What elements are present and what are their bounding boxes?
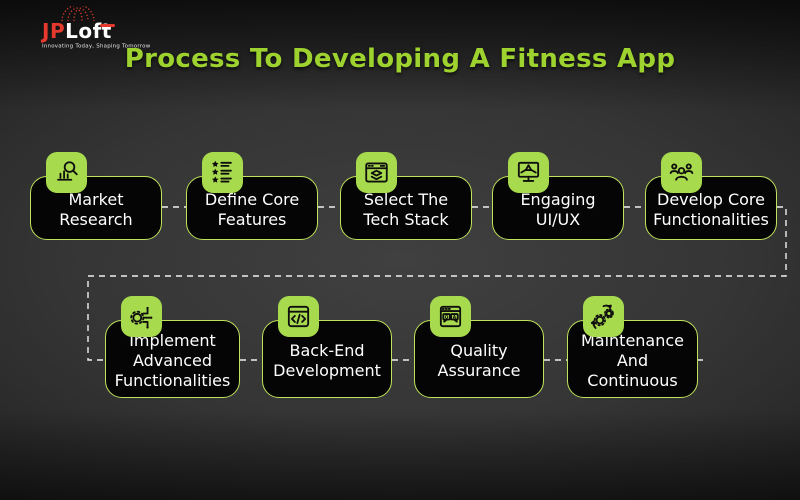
market-research-magnifier-chart-icon: [46, 152, 87, 193]
logo-globe-dots-icon: [61, 6, 95, 22]
step-label: Quality Assurance: [437, 340, 521, 380]
logo-jp-text: JP: [42, 19, 66, 43]
step-label: Maintenance And Continuous: [580, 330, 685, 390]
jploft-logo: JPLoft Innovating Today, Shaping Tomorro…: [42, 6, 162, 51]
step-card-select-tech-stack: Select The Tech Stack: [340, 152, 472, 240]
team-people-icon: [661, 152, 702, 193]
step-card-quality-assurance: Q A Quality Assurance: [414, 296, 544, 398]
step-card-develop-core-functionalities: Develop Core Functionalities: [645, 152, 777, 240]
logo-loft-text: Loft: [65, 19, 112, 43]
gears-maintenance-icon: [583, 296, 624, 337]
step-label: Market Research: [59, 189, 133, 229]
step-card-market-research: Market Research: [30, 152, 162, 240]
step-label: Develop Core Functionalities: [653, 189, 769, 229]
browser-stack-icon: [356, 152, 397, 193]
step-card-engaging-ui-ux: Engaging UI/UX: [492, 152, 624, 240]
code-window-icon: [278, 296, 319, 337]
step-card-define-core-features: Define Core Features: [186, 152, 318, 240]
page-title: Process To Developing A Fitness App: [124, 44, 676, 74]
step-card-implement-advanced-functionalities: Implement Advanced Functionalities: [105, 296, 240, 398]
logo-tagline: Innovating Today, Shaping Tomorrow: [42, 43, 151, 50]
logo-t-crossbar: [100, 24, 115, 27]
step-label: Define Core Features: [204, 189, 300, 229]
step-card-back-end-development: Back-End Development: [262, 296, 392, 398]
svg-text:Q: Q: [445, 314, 449, 320]
step-card-maintenance-continuous: Maintenance And Continuous: [567, 296, 698, 398]
step-label: Back-End Development: [273, 340, 381, 380]
step-label: Select The Tech Stack: [363, 189, 449, 229]
gear-circuit-icon: [121, 296, 162, 337]
logo-wordmark: JPLoft: [42, 21, 162, 41]
step-label: Engaging UI/UX: [520, 189, 596, 229]
star-checklist-icon: [202, 152, 243, 193]
qa-chat-window-icon: Q A: [430, 296, 471, 337]
monitor-design-pen-icon: [508, 152, 549, 193]
svg-text:A: A: [453, 314, 457, 320]
